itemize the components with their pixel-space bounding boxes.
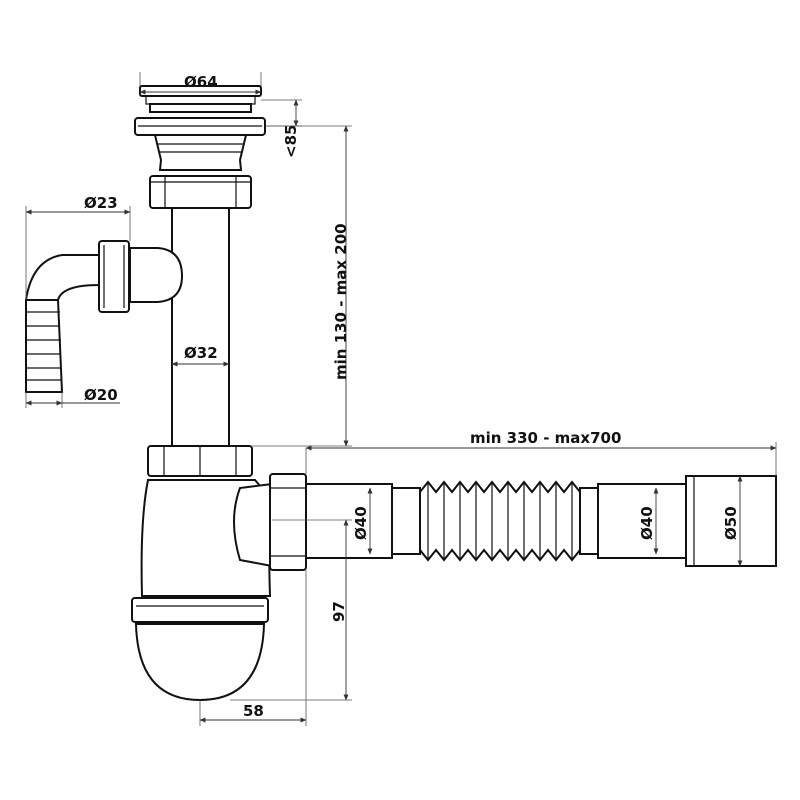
outlet-pipe — [685, 475, 777, 567]
connector-diameter-label: Ø40 — [352, 506, 370, 540]
outlet-connector — [305, 483, 421, 559]
dim-trap-height: 97 — [230, 519, 352, 701]
corrugated-end-label: Ø40 — [638, 506, 656, 540]
trap-offset-label: 58 — [243, 702, 264, 720]
trap-body — [140, 479, 274, 597]
trap-outlet-nut — [269, 473, 307, 571]
dim-connector-diameter: Ø40 — [352, 487, 373, 555]
outlet-diameter-label: Ø64 — [184, 73, 218, 91]
dim-outlet-height: <85 — [261, 99, 302, 158]
outlet-height-label: <85 — [282, 125, 300, 158]
dim-outlet-pipe: Ø50 — [722, 475, 743, 567]
dim-outlet-diameter: Ø64 — [139, 72, 262, 95]
dim-height-range: min 130 - max 200 — [252, 125, 352, 447]
dim-hose-end: Ø20 — [25, 386, 120, 408]
dim-hose-nozzle: Ø23 — [25, 194, 131, 300]
trap-height-label: 97 — [330, 601, 348, 622]
strainer-body — [153, 134, 248, 171]
corrugated-pipe — [419, 480, 581, 562]
trap-nut — [147, 445, 253, 477]
outlet-pipe-label: Ø50 — [722, 506, 740, 540]
vertical-tube — [171, 207, 230, 447]
dim-length-range: min 330 - max700 — [305, 429, 777, 476]
strainer-flange — [134, 117, 266, 136]
dim-corrugated-end: Ø40 — [638, 487, 659, 555]
hose-end-label: Ø20 — [84, 386, 118, 404]
top-nut — [149, 175, 252, 209]
trap-cup — [131, 597, 269, 702]
length-range-label: min 330 - max700 — [470, 429, 621, 447]
dim-tube-diameter: Ø32 — [171, 344, 230, 367]
hose-nozzle-label: Ø23 — [84, 194, 118, 212]
corrugated-end-connector — [579, 483, 687, 559]
hose-barb — [25, 299, 64, 393]
height-range-label: min 130 - max 200 — [332, 223, 350, 380]
side-hose-connector — [24, 240, 184, 313]
dim-trap-offset: 58 — [199, 570, 307, 726]
tube-diameter-label: Ø32 — [184, 344, 218, 362]
